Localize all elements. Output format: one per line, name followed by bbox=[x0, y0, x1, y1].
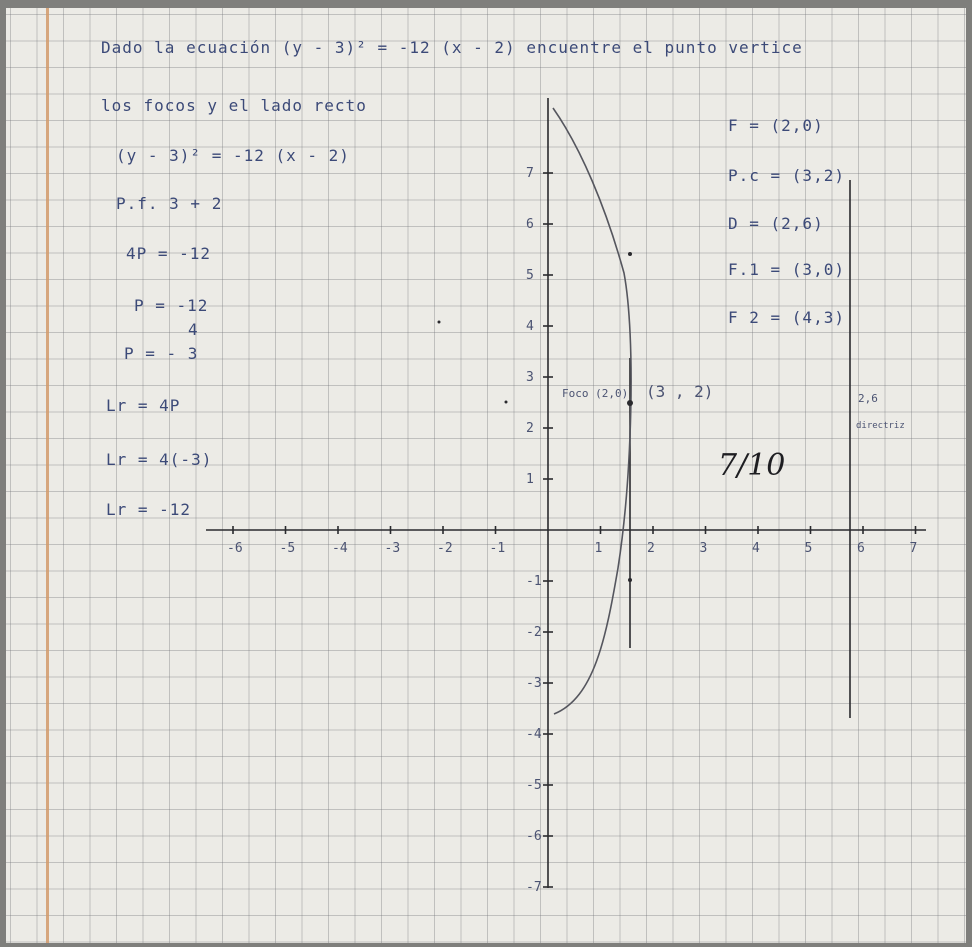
x-tick-label: -6 bbox=[227, 541, 243, 556]
notebook-page: Dado la ecuación (y - 3)² = -12 (x - 2) … bbox=[6, 8, 966, 943]
y-tick-label: -1 bbox=[526, 574, 542, 589]
y-tick-label: -3 bbox=[526, 676, 542, 691]
vertex-annotation: (3 , 2) bbox=[646, 382, 713, 401]
y-tick-label: -6 bbox=[526, 829, 542, 844]
x-tick-label: 2 bbox=[647, 541, 655, 556]
y-tick-label: 1 bbox=[526, 472, 534, 487]
result-f1: F.1 = (3,0) bbox=[728, 260, 845, 279]
work-line-lr: Lr = 4P bbox=[106, 396, 181, 415]
x-tick-label: 6 bbox=[857, 541, 865, 556]
x-tick-label: 4 bbox=[752, 541, 760, 556]
x-tick-label: -4 bbox=[332, 541, 348, 556]
directrix-label: directriz bbox=[856, 421, 905, 431]
directrix-value: 2,6 bbox=[858, 392, 878, 405]
y-tick-label: 7 bbox=[526, 166, 534, 181]
problem-statement-line1: Dado la ecuación (y - 3)² = -12 (x - 2) … bbox=[101, 38, 803, 57]
y-tick-label: 6 bbox=[526, 217, 534, 232]
x-tick-label: 7 bbox=[910, 541, 918, 556]
x-tick-label: 1 bbox=[595, 541, 603, 556]
x-tick-label: 5 bbox=[805, 541, 813, 556]
point-marker bbox=[504, 400, 508, 404]
y-tick-label: 4 bbox=[526, 319, 534, 334]
y-tick-label: 5 bbox=[526, 268, 534, 283]
work-line-equation: (y - 3)² = -12 (x - 2) bbox=[116, 146, 350, 165]
result-f2: F 2 = (4,3) bbox=[728, 308, 845, 327]
x-tick-labels: -6 -5 -4 -3 -2 -1 1 2 3 4 5 6 7 bbox=[227, 526, 917, 556]
focus-annotation: Foco (2,0) bbox=[562, 387, 628, 400]
work-line-lr-result: Lr = -12 bbox=[106, 500, 192, 519]
problem-statement-line2: los focos y el lado recto bbox=[101, 96, 367, 115]
x-tick-label: -2 bbox=[437, 541, 453, 556]
y-tick-labels: 7 6 5 4 3 2 1 -1 -2 -3 -4 -5 -6 -7 bbox=[526, 166, 553, 895]
vertex-point bbox=[627, 400, 633, 406]
work-line-p-numerator: P = -12 bbox=[134, 296, 209, 315]
x-tick-label: 3 bbox=[700, 541, 708, 556]
result-focus: F = (2,0) bbox=[728, 116, 824, 135]
x-tick-label: -3 bbox=[385, 541, 401, 556]
work-line-lr-sub: Lr = 4(-3) bbox=[106, 450, 213, 469]
point-marker bbox=[628, 578, 632, 582]
x-tick-label: -5 bbox=[280, 541, 296, 556]
y-tick-label: -7 bbox=[526, 880, 542, 895]
work-line-p-value: P = - 3 bbox=[124, 344, 199, 363]
work-line-p-denominator: 4 bbox=[188, 320, 199, 339]
x-tick-label: -1 bbox=[490, 541, 506, 556]
margin-line bbox=[46, 8, 49, 943]
work-line-pf: P.f. 3 + 2 bbox=[116, 194, 223, 213]
result-directrix: D = (2,6) bbox=[728, 214, 824, 233]
grade-mark: 7/10 bbox=[718, 448, 786, 483]
y-tick-label: -4 bbox=[526, 727, 542, 742]
work-line-4p: 4P = -12 bbox=[126, 244, 212, 263]
result-pc: P.c = (3,2) bbox=[728, 166, 845, 185]
y-tick-label: 3 bbox=[526, 370, 534, 385]
y-tick-label: -5 bbox=[526, 778, 542, 793]
y-tick-label: -2 bbox=[526, 625, 542, 640]
point-marker bbox=[437, 320, 441, 324]
point-marker bbox=[628, 252, 632, 256]
y-tick-label: 2 bbox=[526, 421, 534, 436]
parabola-curve bbox=[552, 107, 632, 715]
